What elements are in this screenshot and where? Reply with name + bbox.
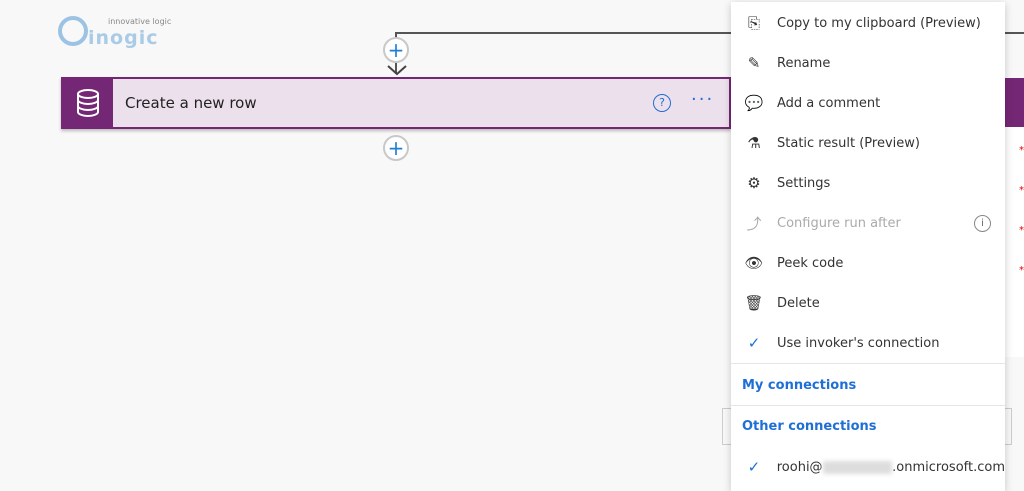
eye-icon: 👁 [744, 254, 764, 272]
connection-prefix: roohi@ [776, 459, 823, 475]
inogic-logo: innovative logic inogic [58, 15, 171, 49]
pencil-icon: ✎ [747, 54, 761, 72]
more-options-button[interactable]: ··· [691, 89, 715, 110]
arrow-down-icon [387, 65, 407, 76]
other-connections-header[interactable]: Other connections [742, 419, 877, 434]
info-icon[interactable]: i [974, 214, 991, 232]
menu-item-label: Delete [777, 295, 820, 311]
logo-tagline: innovative logic [108, 17, 172, 26]
menu-item-add-a-comment[interactable]: 💬 Add a comment [731, 83, 1005, 123]
copy-icon: ⎘ [747, 14, 760, 32]
adjacent-action-card [1005, 78, 1024, 127]
comment-icon: 💬 [744, 94, 764, 112]
connection-suffix: .onmicrosoft.com [892, 459, 1005, 475]
menu-item-label: Settings [777, 175, 831, 191]
menu-item-label: Rename [777, 55, 831, 71]
redacted-domain [822, 460, 893, 474]
help-icon[interactable]: ? [653, 94, 671, 112]
check-icon: ✓ [747, 334, 761, 352]
connector-line [396, 32, 1024, 34]
menu-item-use-invoker-s-connection[interactable]: ✓ Use invoker's connection [731, 323, 1005, 363]
run-after-icon: ⤴ [746, 214, 762, 233]
menu-item-label: Copy to my clipboard (Preview) [777, 15, 981, 31]
gear-icon: ⚙ [747, 174, 761, 192]
menu-item-settings[interactable]: ⚙ Settings [731, 163, 1005, 203]
logo-word: inogic [88, 27, 159, 49]
menu-item-label: Use invoker's connection [777, 335, 940, 351]
insert-step-button[interactable]: + [383, 37, 409, 63]
logo-mark-icon [58, 16, 88, 46]
my-connections-header[interactable]: My connections [742, 378, 857, 393]
menu-item-delete[interactable]: 🗑 Delete [731, 283, 1005, 323]
menu-item-label: Peek code [777, 255, 844, 271]
check-icon: ✓ [747, 458, 761, 476]
adjacent-action-panel: **** [1005, 127, 1024, 357]
menu-item-static-result-preview[interactable]: ⚗ Static result (Preview) [731, 123, 1005, 163]
menu-item-rename[interactable]: ✎ Rename [731, 43, 1005, 83]
menu-item-label: Configure run after [777, 215, 901, 231]
menu-item-configure-run-after: ⤴ Configure run after i [731, 203, 1005, 243]
action-title[interactable]: Create a new row [125, 94, 257, 112]
connection-item[interactable]: ✓ roohi@ .onmicrosoft.com [731, 447, 1005, 487]
flask-icon: ⚗ [747, 134, 761, 152]
menu-item-copy-to-my-clipboard-preview[interactable]: ⎘ Copy to my clipboard (Preview) [731, 3, 1005, 43]
menu-item-label: Add a comment [777, 95, 881, 111]
context-menu: My connections Other connections ✓ roohi… [731, 2, 1005, 491]
menu-item-label: Static result (Preview) [777, 135, 920, 151]
insert-step-button[interactable]: + [383, 135, 409, 161]
trash-icon: 🗑 [744, 294, 764, 312]
menu-item-peek-code[interactable]: 👁 Peek code [731, 243, 1005, 283]
action-card-create-row[interactable]: Create a new row ? ··· [61, 77, 731, 129]
database-icon [63, 79, 113, 127]
